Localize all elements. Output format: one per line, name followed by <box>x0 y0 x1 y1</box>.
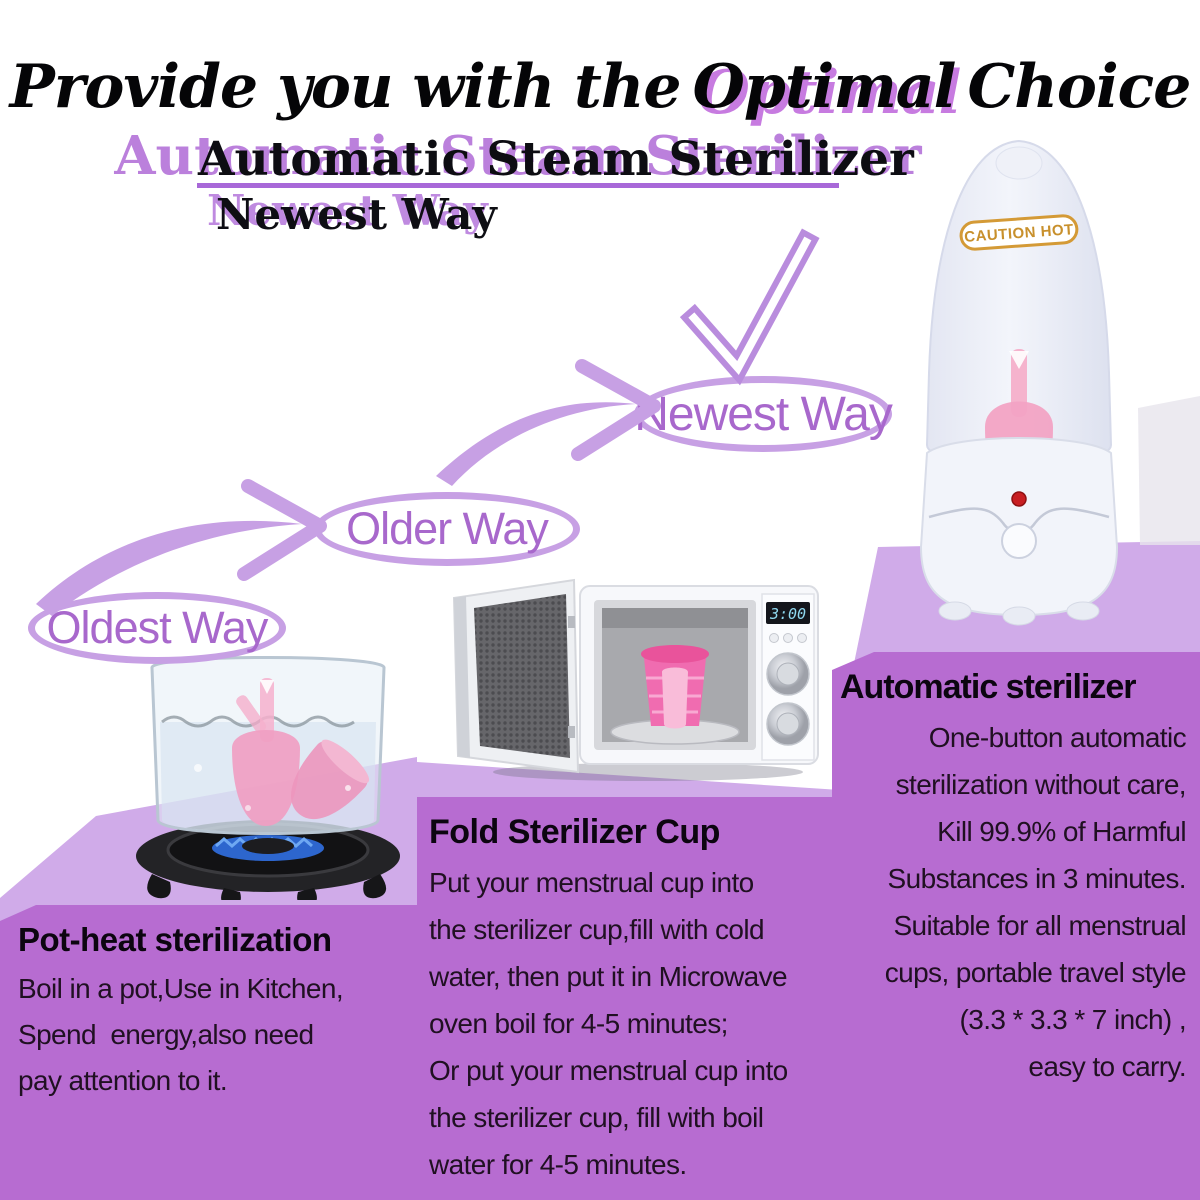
stem-notch <box>260 680 274 694</box>
flow-stage-newest-way: Newest Way <box>634 376 893 452</box>
body-line: the sterilizer cup, fill with boil <box>429 1102 764 1133</box>
section-heading: Fold Sterilizer Cup <box>429 813 720 851</box>
door-edge <box>454 596 470 758</box>
body-line: Spend energy,also need <box>18 1019 314 1050</box>
section-fold-cup: Fold Sterilizer Cup Put your menstrual c… <box>417 797 840 1200</box>
door-mesh <box>474 594 570 758</box>
timer-display <box>766 602 810 624</box>
body-line: Suitable for all menstrual <box>893 910 1186 941</box>
door-hinge <box>568 616 575 628</box>
flow-stage-label: Newest Way <box>634 387 893 441</box>
flow-stage-label: Older Way <box>346 503 549 554</box>
body-line: water, then put it in Microwave <box>429 961 788 992</box>
fold-cup-rim <box>641 645 709 663</box>
panel-button <box>783 633 793 643</box>
cup-inside <box>662 667 688 729</box>
menstrual-cup-tilted <box>291 739 370 820</box>
subtitle-underline <box>197 183 839 188</box>
body-line: One-button automatic <box>928 722 1187 753</box>
title-suffix: Choice <box>967 52 1191 122</box>
body-line: Substances in 3 minutes. <box>887 863 1187 894</box>
power-led <box>1011 491 1027 507</box>
title-highlight: Optimal <box>692 52 957 122</box>
flow-stage-oldest-way: Oldest Way <box>28 592 286 664</box>
cup-stem <box>1011 349 1027 417</box>
base-foot <box>938 601 972 621</box>
dome-knob <box>995 146 1043 180</box>
body-line: easy to carry. <box>1028 1051 1186 1082</box>
body-line: cups, portable travel style <box>884 957 1187 988</box>
tagline: Newest Way <box>216 190 497 239</box>
section-body: Put your menstrual cup into the steriliz… <box>429 859 834 1188</box>
section-heading: Pot-heat sterilization <box>18 921 332 958</box>
pot-boiling-photo <box>128 648 408 900</box>
panel-button <box>797 633 807 643</box>
section-heading: Automatic sterilizer <box>840 668 1137 706</box>
stove-leg <box>363 874 387 899</box>
stove-leg <box>221 888 241 900</box>
timer-display-value: 3:00 <box>769 605 806 623</box>
bubble <box>194 764 202 772</box>
body-line: Put your menstrual cup into <box>429 867 754 898</box>
menstrual-cup-upright <box>232 730 300 826</box>
body-line: (3.3 * 3.3 * 7 inch) , <box>959 1004 1187 1035</box>
panel-button <box>769 633 779 643</box>
title-prefix: Provide you with the <box>9 52 682 122</box>
body-line: oven boil for 4-5 minutes; <box>429 1008 728 1039</box>
section-body: One-button automatic sterilization witho… <box>840 714 1187 1090</box>
door-hinge <box>568 726 575 738</box>
page-subtitle: Automatic Steam Sterilizer Automatic Ste… <box>114 125 921 187</box>
body-line: Or put your menstrual cup into <box>429 1055 788 1086</box>
stove-leg <box>297 888 317 900</box>
cup-stem-notch <box>1009 351 1029 369</box>
caution-hot-badge: CAUTION HOT <box>959 214 1079 251</box>
subtitle-ghost: Automatic Steam Sterilizer <box>114 125 922 188</box>
cavity-top <box>602 608 748 628</box>
body-line: Boil in a pot,Use in Kitchen, <box>18 973 344 1004</box>
bubble <box>245 805 251 811</box>
body-line: Kill 99.9% of Harmful <box>937 816 1186 847</box>
body-line: the sterilizer cup,fill with cold <box>429 914 765 945</box>
body-line: water for 4-5 minutes. <box>429 1149 687 1180</box>
burner-cap <box>242 838 294 854</box>
section-pot-heat: Pot-heat sterilization Boil in a pot,Use… <box>0 905 442 1200</box>
body-line: pay attention to it. <box>18 1065 228 1096</box>
bubble <box>345 785 351 791</box>
steam-sterilizer-photo: CAUTION HOT <box>893 133 1145 627</box>
flow-stage-label: Oldest Way <box>46 602 269 653</box>
microwave-photo: 3:00 <box>448 576 828 781</box>
power-knob-center <box>776 712 800 736</box>
subtitle-text: Automatic Steam Sterilizer <box>198 132 914 187</box>
photo-backdrop-band <box>1138 396 1200 545</box>
menstrual-cup-stem <box>260 678 274 742</box>
timer-knob-center <box>776 662 800 686</box>
start-button <box>1001 523 1037 559</box>
flow-stage-older-way: Older Way <box>314 492 580 566</box>
base-foot <box>1066 601 1100 621</box>
section-body: Boil in a pot,Use in Kitchen, Spend ener… <box>18 966 434 1104</box>
stove-leg <box>147 874 171 899</box>
base-foot <box>1002 606 1036 626</box>
section-automatic-sterilizer: Automatic sterilizer One-button automati… <box>832 652 1200 1200</box>
body-line: sterilization without care, <box>895 769 1187 800</box>
cup-stem-tilted <box>236 695 267 733</box>
